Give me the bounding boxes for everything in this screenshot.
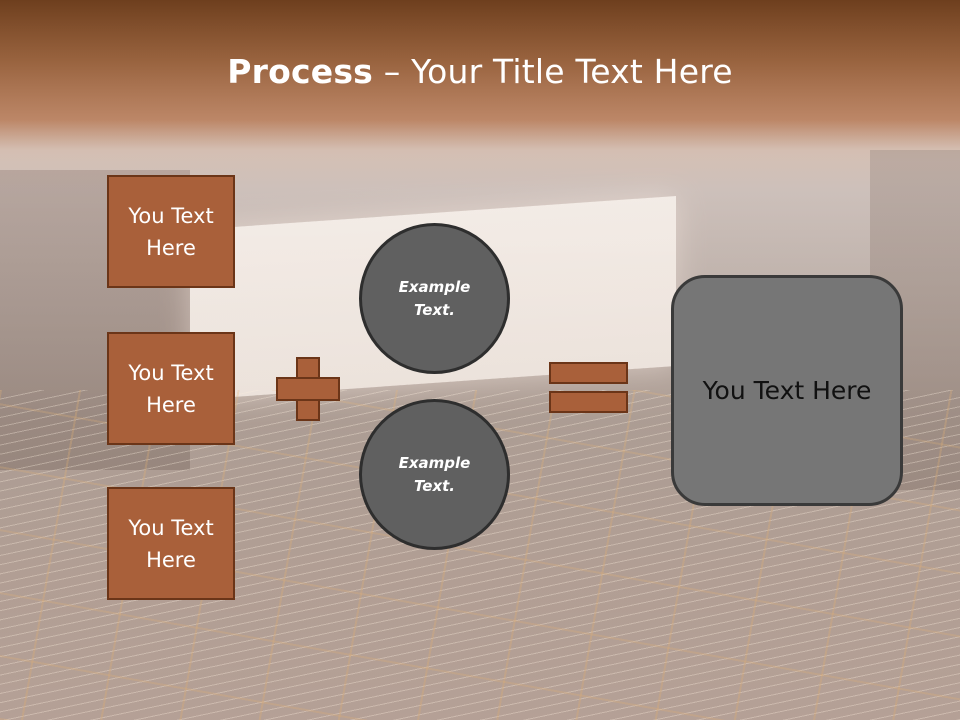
text-box-2-label: You Text Here (128, 360, 214, 417)
example-circle-1[interactable]: Example Text. (359, 223, 510, 374)
text-box-1[interactable]: You Text Here (107, 175, 235, 288)
slide-title: Process – Your Title Text Here (0, 52, 960, 91)
result-box-label: You Text Here (702, 376, 872, 405)
equals-icon-bottom-bar (549, 391, 628, 413)
equals-icon-top-bar (549, 362, 628, 384)
text-box-3-label: You Text Here (128, 515, 214, 572)
result-box[interactable]: You Text Here (671, 275, 903, 506)
text-box-3[interactable]: You Text Here (107, 487, 235, 600)
slide-title-rest: – Your Title Text Here (373, 52, 733, 91)
text-box-2[interactable]: You Text Here (107, 332, 235, 445)
slide-title-bold: Process (227, 52, 374, 91)
example-circle-1-label: Example Text. (398, 277, 471, 319)
text-box-1-label: You Text Here (128, 203, 214, 260)
plus-icon-center (298, 379, 318, 399)
example-circle-2[interactable]: Example Text. (359, 399, 510, 550)
example-circle-2-label: Example Text. (398, 453, 471, 495)
